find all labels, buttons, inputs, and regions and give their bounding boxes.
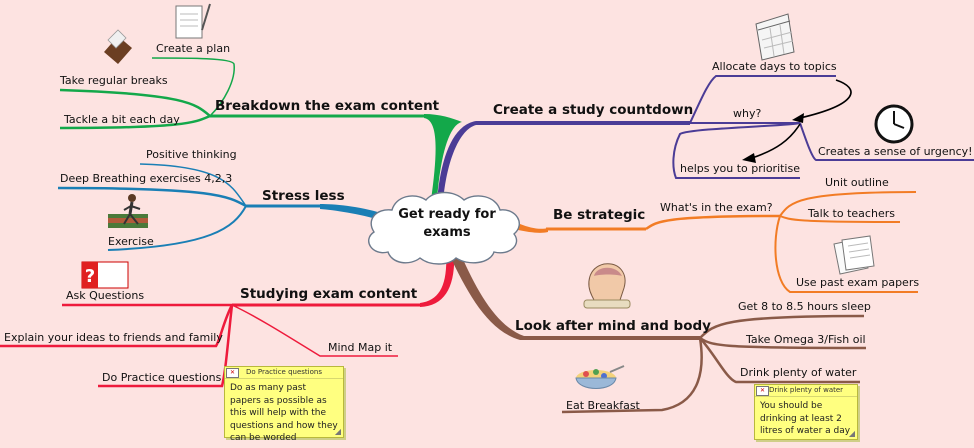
topic-breakdown[interactable]: Breakdown the exam content [215, 98, 440, 114]
calendar-icon [755, 13, 795, 61]
topic-stress[interactable]: Stress less [262, 188, 345, 204]
center-cloud [368, 191, 520, 265]
line-exercise [107, 205, 247, 251]
notepad-pencil-icon [175, 3, 211, 39]
branch-studying [420, 250, 455, 307]
line-sleep [699, 314, 865, 339]
subtopic-past-papers[interactable]: Use past exam papers [796, 276, 920, 289]
subtopic-water[interactable]: Drink plenty of water [740, 366, 857, 379]
subtopic-exercise[interactable]: Exercise [108, 235, 154, 248]
exam-papers-icon [833, 235, 875, 275]
line-talk-teachers [779, 215, 901, 223]
note-close-icon[interactable]: ✕ [756, 386, 769, 396]
subtopic-ask-questions[interactable]: Ask Questions [66, 289, 145, 302]
subtopic-regular-breaks[interactable]: Take regular breaks [60, 74, 168, 87]
line-allocate-days [689, 75, 836, 124]
subtopic-why[interactable]: why? [733, 107, 762, 120]
subtopic-practice-questions[interactable]: Do Practice questions [102, 371, 222, 384]
note-water[interactable]: ✕ Drink plenty of water You should be dr… [754, 384, 858, 440]
arrow-head-prioritise [742, 153, 756, 163]
runner-icon [108, 194, 148, 228]
branch-breakdown [424, 114, 462, 200]
clock-icon [874, 104, 914, 144]
subtopic-positive-thinking[interactable]: Positive thinking [146, 148, 237, 161]
subtopic-mind-map-it[interactable]: Mind Map it [328, 341, 393, 354]
branch-stress [320, 204, 384, 220]
subtopic-explain-ideas[interactable]: Explain your ideas to friends and family [4, 331, 223, 344]
subtopic-urgency[interactable]: Creates a sense of urgency!!! [818, 145, 974, 158]
central-topic-line2: exams [423, 225, 471, 240]
subtopic-breakfast[interactable]: Eat Breakfast [566, 399, 640, 412]
question-mark-icon: ? [81, 261, 129, 289]
topic-studying[interactable]: Studying exam content [240, 286, 418, 302]
line-whats-in-exam [645, 214, 781, 231]
line-regular-breaks [59, 88, 211, 117]
line-breakfast [561, 337, 703, 414]
line-positive-thinking [139, 163, 247, 207]
line-urgency [799, 122, 974, 161]
note-practice-header: ✕ Do Practice questions [225, 367, 343, 379]
head-brain-icon [583, 263, 631, 309]
arrow-why-prioritise [751, 123, 801, 159]
line-deep-breathing [57, 186, 247, 208]
line-prioritise [672, 122, 801, 179]
line-omega [699, 336, 867, 350]
note-practice-body: Do as many past papers as possible as th… [230, 383, 338, 443]
topic-strategic[interactable]: Be strategic [553, 207, 646, 223]
subtopic-allocate-days[interactable]: Allocate days to topics [712, 60, 837, 73]
arrow-allocate-why [799, 79, 852, 119]
svg-text:?: ? [85, 266, 95, 287]
line-unit-outline [779, 191, 917, 217]
chocolate-bar-icon [104, 29, 132, 64]
line-mind-map-it [231, 304, 398, 357]
note-close-icon[interactable]: ✕ [226, 368, 239, 378]
line-explain-ideas [0, 304, 234, 348]
resize-grip-icon[interactable]: ◢ [334, 427, 341, 436]
arrow-head-why [792, 113, 804, 123]
note-practice-questions[interactable]: ✕ Do Practice questions Do as many past … [224, 366, 344, 443]
subtopic-unit-outline[interactable]: Unit outline [825, 176, 889, 189]
line-create-plan [151, 57, 235, 117]
resize-grip-icon[interactable]: ◢ [848, 429, 855, 438]
central-topic-line1: Get ready for [398, 207, 496, 222]
subtopic-talk-teachers[interactable]: Talk to teachers [808, 207, 895, 220]
line-past-papers [774, 215, 918, 293]
central-topic[interactable]: Get ready for exams [378, 206, 516, 242]
note-water-title: Drink plenty of water [768, 386, 844, 394]
subtopic-bit-each-day[interactable]: Tackle a bit each day [64, 113, 180, 126]
subtopic-sleep[interactable]: Get 8 to 8.5 hours sleep [738, 300, 871, 313]
subtopic-whats-in-exam[interactable]: What's in the exam? [660, 201, 773, 214]
note-water-header: ✕ Drink plenty of water [755, 385, 857, 397]
line-practice-questions [98, 304, 234, 388]
topic-countdown[interactable]: Create a study countdown [493, 102, 694, 118]
subtopic-create-plan[interactable]: Create a plan [156, 42, 231, 55]
cereal-bowl-icon [575, 365, 625, 389]
line-bit-each-day [59, 114, 211, 130]
subtopic-omega[interactable]: Take Omega 3/Fish oil [746, 333, 866, 346]
branch-countdown [437, 121, 690, 203]
subtopic-prioritise[interactable]: helps you to prioritise [680, 162, 800, 175]
note-practice-title: Do Practice questions [246, 368, 322, 376]
branch-strategic [518, 224, 548, 233]
subtopic-deep-breathing[interactable]: Deep Breathing exercises 4,2,3 [60, 172, 233, 185]
note-water-body: You should be drinking at least 2 litres… [760, 401, 851, 436]
line-water [699, 337, 860, 384]
topic-mind-body[interactable]: Look after mind and body [515, 318, 711, 334]
